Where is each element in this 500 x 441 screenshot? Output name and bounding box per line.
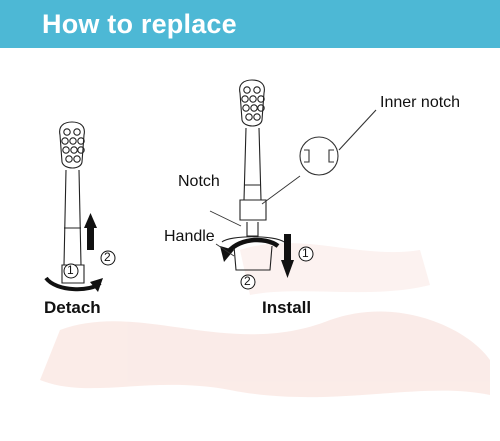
detach-step-2-number: 2	[104, 250, 111, 264]
detach-brush	[59, 121, 85, 284]
bristle-tufts	[241, 86, 265, 121]
install-down-arrow	[281, 234, 294, 278]
install-step-1-badge	[298, 246, 314, 262]
background-smudge	[40, 242, 490, 398]
detach-step-2-badge	[100, 250, 116, 266]
bristle-tufts	[61, 128, 85, 163]
detach-step-1-number: 1	[67, 263, 74, 277]
install-step-2-number: 2	[244, 274, 251, 288]
inner-notch-label: Inner notch	[380, 94, 461, 111]
page-title: How to replace	[42, 9, 237, 39]
inner-notch-detail	[299, 109, 377, 176]
leader-lines	[209, 175, 301, 257]
install-brush	[221, 79, 285, 271]
handle-label: Handle	[164, 228, 215, 245]
detach-label: Detach	[44, 298, 101, 317]
install-label: Install	[262, 298, 312, 317]
install-rotate-arrow	[220, 237, 280, 262]
detach-up-arrow	[84, 213, 97, 250]
detach-rotate-arrow	[44, 276, 103, 292]
install-step-2-badge	[240, 274, 256, 290]
install-step-1-number: 1	[302, 246, 309, 260]
notch-label: Notch	[178, 173, 220, 190]
header-banner: How to replace	[0, 0, 500, 48]
detach-step-1-badge	[63, 263, 79, 279]
